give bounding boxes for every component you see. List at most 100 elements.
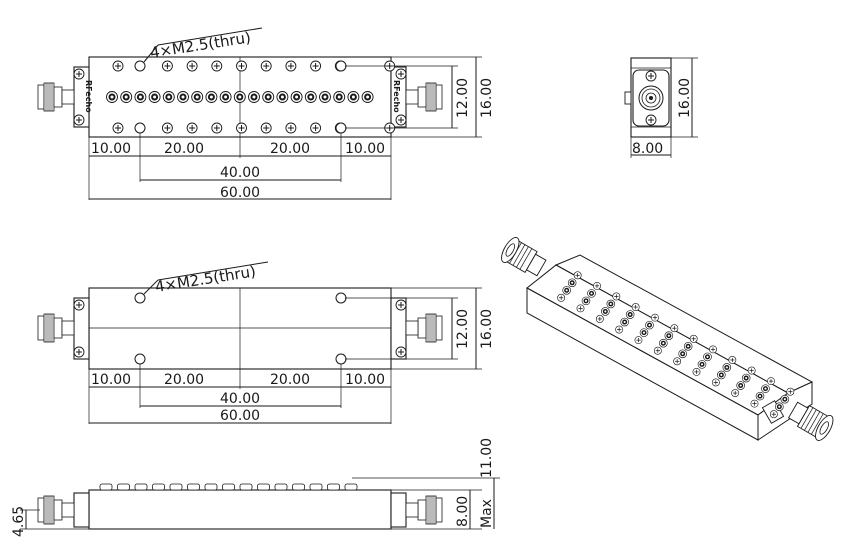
iso-feature bbox=[678, 349, 687, 359]
tuning-nut bbox=[177, 91, 189, 103]
iso-feature bbox=[755, 391, 765, 401]
iso-feature bbox=[683, 341, 693, 351]
iso-feature bbox=[717, 370, 726, 380]
iso-feature bbox=[711, 378, 720, 387]
bottom-dim-60: 60.00 bbox=[220, 408, 260, 424]
bottom-dim-16: 16.00 bbox=[479, 309, 495, 349]
brand-label-right: RFecho bbox=[392, 80, 401, 113]
side-screw-cap bbox=[344, 483, 358, 491]
end-view: 16.00 8.00 bbox=[624, 57, 698, 158]
side-screw-cap bbox=[274, 483, 288, 491]
tuning-nut bbox=[290, 91, 303, 103]
iso-feature bbox=[697, 360, 707, 369]
iso-feature bbox=[689, 334, 698, 343]
iso-feature bbox=[775, 402, 784, 412]
top-view: RFecho RFecho 4×M2.5(thru) 12.00 16.00 1… bbox=[37, 27, 495, 201]
side-view: 8.00 11.00 Max 4.65 bbox=[11, 438, 500, 537]
top-screw bbox=[161, 60, 173, 72]
side-screw-caps bbox=[99, 483, 358, 491]
bottom-dim-10-left: 10.00 bbox=[91, 372, 131, 388]
top-screw bbox=[310, 60, 322, 72]
top-screw bbox=[211, 60, 223, 72]
top-dim-60: 60.00 bbox=[220, 185, 260, 201]
tuning-nut bbox=[262, 91, 275, 103]
top-screw bbox=[285, 122, 297, 134]
side-screw-cap bbox=[187, 483, 200, 491]
side-screw-cap bbox=[152, 483, 165, 491]
iso-feature bbox=[625, 310, 635, 319]
iso-feature bbox=[567, 278, 577, 288]
top-dim-20-right: 20.00 bbox=[270, 141, 310, 157]
iso-feature bbox=[615, 325, 624, 334]
bottom-dim-40: 40.00 bbox=[220, 391, 260, 407]
top-screw bbox=[112, 60, 124, 72]
iso-feature bbox=[747, 366, 756, 375]
iso-feature bbox=[692, 367, 701, 376]
top-screw bbox=[112, 122, 124, 134]
bottom-dim-20-left: 20.00 bbox=[164, 372, 204, 388]
iso-feature bbox=[659, 338, 668, 348]
iso-feature bbox=[703, 352, 712, 362]
iso-feature bbox=[750, 399, 759, 408]
iso-feature bbox=[576, 304, 585, 313]
iso-feature bbox=[601, 307, 610, 316]
bottom-dim-12: 12.00 bbox=[455, 309, 471, 349]
top-screw bbox=[186, 122, 198, 134]
tuning-nut bbox=[162, 91, 175, 103]
top-screw bbox=[260, 60, 272, 72]
side-screw-cap bbox=[327, 483, 340, 491]
side-screw-cap bbox=[204, 483, 218, 491]
iso-feature bbox=[653, 346, 662, 355]
isometric-view bbox=[501, 237, 834, 441]
tuning-nut bbox=[361, 91, 374, 103]
top-screw bbox=[236, 122, 247, 134]
iso-feature bbox=[651, 313, 659, 322]
tuning-nut bbox=[120, 91, 133, 103]
iso-feature bbox=[612, 292, 621, 301]
side-screw-cap bbox=[292, 483, 305, 491]
top-dim-20-left: 20.00 bbox=[164, 141, 204, 157]
top-dim-40: 40.00 bbox=[220, 165, 260, 181]
iso-feature bbox=[736, 381, 745, 390]
tuning-nut bbox=[347, 91, 360, 103]
iso-feature bbox=[645, 320, 654, 330]
top-dim-12: 12.00 bbox=[455, 78, 471, 118]
iso-feature bbox=[593, 281, 601, 290]
brand-label-left: RFecho bbox=[84, 80, 93, 113]
top-screw bbox=[310, 122, 322, 134]
bottom-dim-10-right: 10.00 bbox=[345, 372, 385, 388]
iso-feature bbox=[639, 328, 649, 337]
top-screw bbox=[211, 122, 223, 134]
iso-feature bbox=[631, 303, 640, 312]
end-dim-8: 8.00 bbox=[632, 141, 663, 157]
tuning-nut bbox=[134, 91, 147, 103]
side-screw-cap bbox=[239, 483, 253, 491]
top-screw bbox=[236, 60, 247, 72]
tuning-nut bbox=[319, 91, 331, 103]
bottom-view: 4×M2.5(thru) 12.00 16.00 10.00 20.00 20.… bbox=[37, 261, 495, 424]
iso-feature bbox=[673, 357, 682, 366]
iso-feature bbox=[709, 345, 717, 354]
tuning-nut bbox=[248, 91, 260, 103]
side-screw-cap bbox=[99, 483, 113, 491]
side-screw-cap bbox=[134, 483, 148, 491]
iso-feature bbox=[670, 324, 679, 333]
iso-feature bbox=[562, 285, 571, 295]
side-dim-11: 11.00 bbox=[479, 438, 495, 478]
iso-feature bbox=[557, 293, 566, 302]
iso-feature bbox=[731, 389, 740, 398]
top-screw bbox=[260, 122, 272, 134]
tuning-nut bbox=[219, 91, 232, 103]
top-dim-16: 16.00 bbox=[479, 78, 495, 118]
side-dim-8: 8.00 bbox=[455, 496, 471, 527]
iso-feature bbox=[741, 373, 751, 383]
tuning-nut bbox=[106, 91, 118, 103]
iso-feature bbox=[573, 271, 582, 280]
iso-feature bbox=[767, 377, 775, 386]
tuning-nut bbox=[148, 91, 161, 103]
side-screw-cap bbox=[117, 483, 130, 491]
tuning-nut bbox=[276, 91, 289, 103]
iso-feature bbox=[728, 355, 737, 364]
top-screw bbox=[161, 122, 173, 134]
